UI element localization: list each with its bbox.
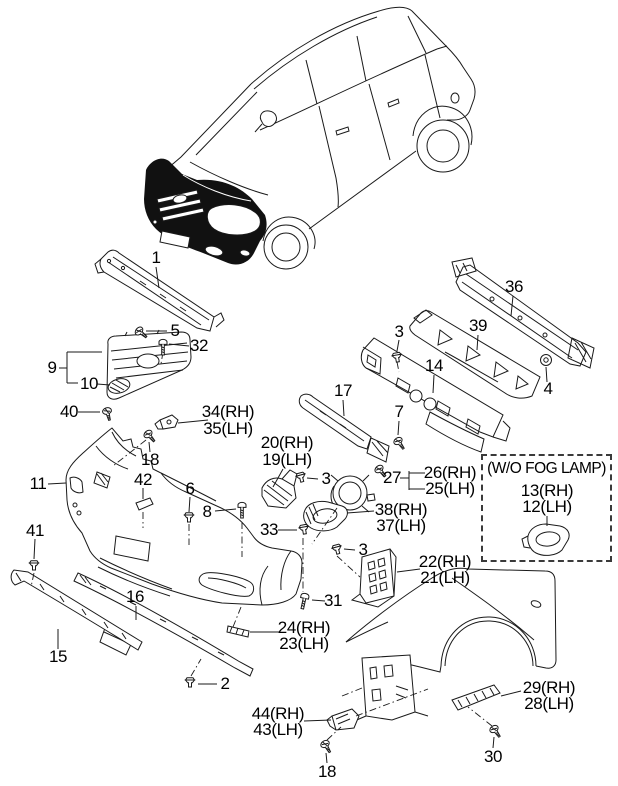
- part-22-21-license-bracket: [350, 548, 397, 608]
- part-10-emblem: [107, 378, 131, 394]
- bolt-8: [237, 501, 247, 519]
- callout-21lh-label: 21(LH): [420, 568, 470, 587]
- wo-fog-lamp-title: (W/O FOG LAMP): [487, 460, 606, 477]
- callout-33-label: 33: [259, 520, 279, 539]
- callout-3c-label: 3: [394, 322, 404, 341]
- callout-17-label: 17: [333, 381, 353, 400]
- clip-2: [185, 677, 195, 688]
- callout-5-label: 5: [170, 321, 180, 340]
- clip-3-a: [295, 471, 308, 484]
- callout-30-label: 30: [483, 747, 503, 766]
- callout-16-label: 16: [125, 587, 145, 606]
- nut-4: [540, 354, 552, 366]
- part-38-37-fog-lamp-cover: [303, 500, 348, 532]
- screw-30: [487, 723, 504, 740]
- callout-36-label: 36: [504, 277, 524, 296]
- callout-8-label: 8: [202, 502, 212, 521]
- callout-28lh-label: 28(LH): [524, 694, 574, 713]
- screw-18-upper: [141, 428, 159, 445]
- callout-2-label: 2: [220, 674, 230, 693]
- callout-23lh-label: 23(LH): [279, 634, 329, 653]
- callout-19lh-label: 19(LH): [262, 450, 312, 469]
- screw-18-lower: [319, 738, 335, 755]
- vehicle-illustration: [144, 6, 476, 270]
- callout-39-label: 39: [468, 316, 488, 335]
- callout-43lh-label: 43(LH): [253, 720, 303, 739]
- callout-38rh-label: 38(RH): [374, 500, 428, 519]
- part-29-28-fender-moulding: [451, 684, 501, 711]
- callout-20rh-label: 20(RH): [260, 433, 314, 452]
- callout-32-label: 32: [189, 336, 209, 355]
- clip-41: [29, 560, 39, 571]
- callout-29rh-label: 29(RH): [522, 678, 576, 697]
- part-26-25-fog-lamp: [329, 474, 376, 513]
- part-17-bumper-side-rail: [298, 393, 390, 463]
- part-13-12-fog-lamp-blanking-cover: [521, 523, 570, 556]
- callout-3a-label: 3: [321, 469, 331, 488]
- clip-42: [135, 497, 154, 511]
- callout-27-label: 27: [382, 468, 402, 487]
- part-1-cowl-top-cover: [94, 249, 225, 332]
- callout-6-label: 6: [185, 479, 195, 498]
- callout-25lh-label: 25(LH): [425, 479, 475, 498]
- fasteners: [29, 324, 552, 755]
- wo-fog-lamp-box: (W/O FOG LAMP): [481, 454, 612, 562]
- leader-lines: [33, 266, 548, 764]
- part-15-lower-stiffener: [10, 569, 143, 651]
- part-24-23-bumper-moulding: [226, 625, 250, 638]
- callout-14-label: 14: [424, 356, 444, 375]
- callout-44rh-label: 44(RH): [251, 704, 305, 723]
- clip-3-b: [331, 543, 344, 556]
- screw-40: [101, 406, 115, 422]
- callout-3b-label: 3: [358, 540, 368, 559]
- callout-15-label: 15: [48, 647, 68, 666]
- callout-10-label: 10: [79, 374, 99, 393]
- front-end-details: [152, 174, 261, 257]
- callout-12lh-label: 12(LH): [522, 497, 572, 516]
- callout-42-label: 42: [133, 470, 153, 489]
- callout-34rh-label: 34(RH): [201, 402, 255, 421]
- part-11-front-bumper-cover: [65, 427, 303, 606]
- fender-assembly: [345, 567, 557, 723]
- bolt-31: [297, 592, 310, 611]
- callout-13rh-label: 13(RH): [520, 481, 574, 500]
- callout-37lh-label: 37(LH): [376, 516, 426, 535]
- callout-31-label: 31: [323, 591, 343, 610]
- part-39-energy-absorber: [409, 309, 541, 399]
- callout-41-label: 41: [25, 521, 45, 540]
- callout-40-label: 40: [59, 402, 79, 421]
- part-36-bumper-reinforcement: [451, 257, 595, 369]
- part-44-43-side-bracket: [326, 708, 360, 731]
- part-34-35-grille-bracket: [154, 414, 179, 430]
- callout-4-label: 4: [543, 379, 553, 398]
- callout-35lh-label: 35(LH): [203, 419, 253, 438]
- callout-9-label: 9: [47, 358, 57, 377]
- callout-18b-label: 18: [317, 762, 337, 781]
- callout-24rh-label: 24(RH): [277, 618, 331, 637]
- screw-7: [391, 435, 408, 452]
- callout-26rh-label: 26(RH): [423, 463, 477, 482]
- callout-22rh-label: 22(RH): [418, 552, 472, 571]
- part-20-19-fog-lamp-bracket: [261, 469, 298, 509]
- callout-7-label: 7: [394, 402, 404, 421]
- callout-1-label: 1: [151, 248, 161, 267]
- callout-18a-label: 18: [140, 450, 160, 469]
- assembly-centerlines: [30, 351, 493, 741]
- clip-33: [298, 523, 310, 536]
- callout-11-label: 11: [29, 474, 47, 493]
